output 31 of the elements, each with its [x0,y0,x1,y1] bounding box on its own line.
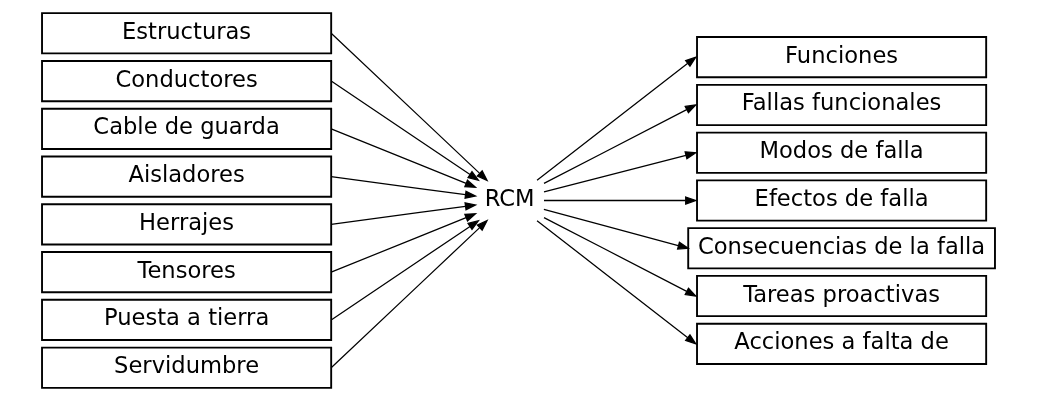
node-text: RCM [484,185,535,212]
node-box: Aisladores [41,155,333,198]
arrow [543,216,698,297]
arrow [330,202,478,225]
node-box: Puesta a tierra [41,298,333,341]
arrow [543,208,691,250]
node-box: Conductores [41,60,333,103]
node-box: Estructuras [41,12,333,55]
arrow [330,80,480,182]
node-box: Herrajes [41,203,333,246]
arrow [330,32,489,182]
arrow [330,213,478,273]
arrow [330,219,489,369]
arrow [536,56,698,181]
arrow [536,220,698,345]
arrow [330,219,480,321]
node-box: Fallas funcionales [696,83,988,126]
arrow [330,176,478,199]
node-box: Consecuencias de la falla [687,227,996,270]
arrow [543,196,698,205]
node-box: Modos de falla [696,131,988,174]
node-box: Funciones [696,36,988,79]
node-box: Tareas proactivas [696,275,988,318]
node-box: Cable de guarda [41,107,333,150]
arrow [543,151,698,193]
arrow [330,128,478,188]
node-box: Servidumbre [41,346,333,389]
node-box: Efectos de falla [696,179,988,222]
node-box: Tensores [41,251,333,294]
arrow [543,104,698,185]
node-box: Acciones a falta de [696,322,988,365]
